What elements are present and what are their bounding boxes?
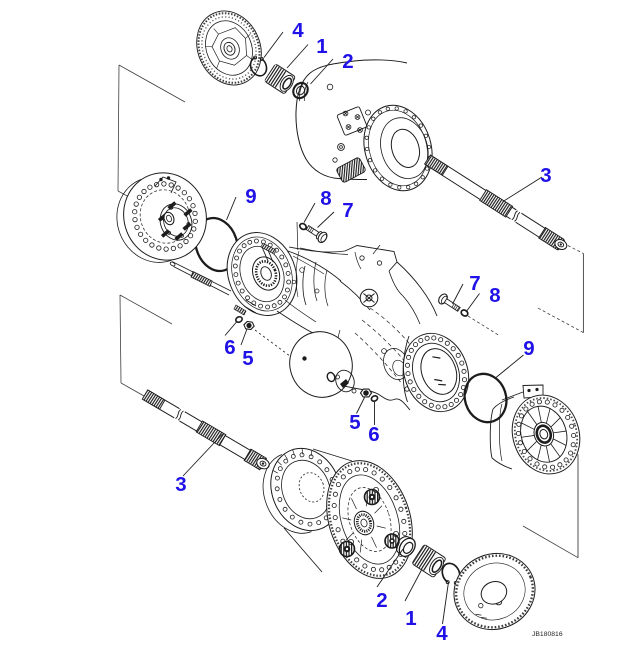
svg-text:3: 3 [175,473,186,496]
svg-text:1: 1 [316,35,327,58]
svg-text:1: 1 [405,607,416,630]
svg-text:7: 7 [469,272,480,295]
svg-text:9: 9 [523,337,534,360]
svg-text:9: 9 [245,185,256,208]
svg-text:8: 8 [489,284,500,307]
svg-text:JB180816: JB180816 [532,631,563,638]
svg-text:7: 7 [342,199,353,222]
svg-text:8: 8 [320,187,331,210]
svg-text:5: 5 [349,411,360,434]
svg-text:2: 2 [342,50,353,73]
svg-text:6: 6 [224,336,235,359]
svg-text:5: 5 [242,347,253,370]
svg-text:2: 2 [376,589,387,612]
svg-text:4: 4 [436,622,448,641]
svg-text:3: 3 [540,164,551,187]
svg-text:6: 6 [368,423,379,446]
svg-text:4: 4 [292,19,304,42]
